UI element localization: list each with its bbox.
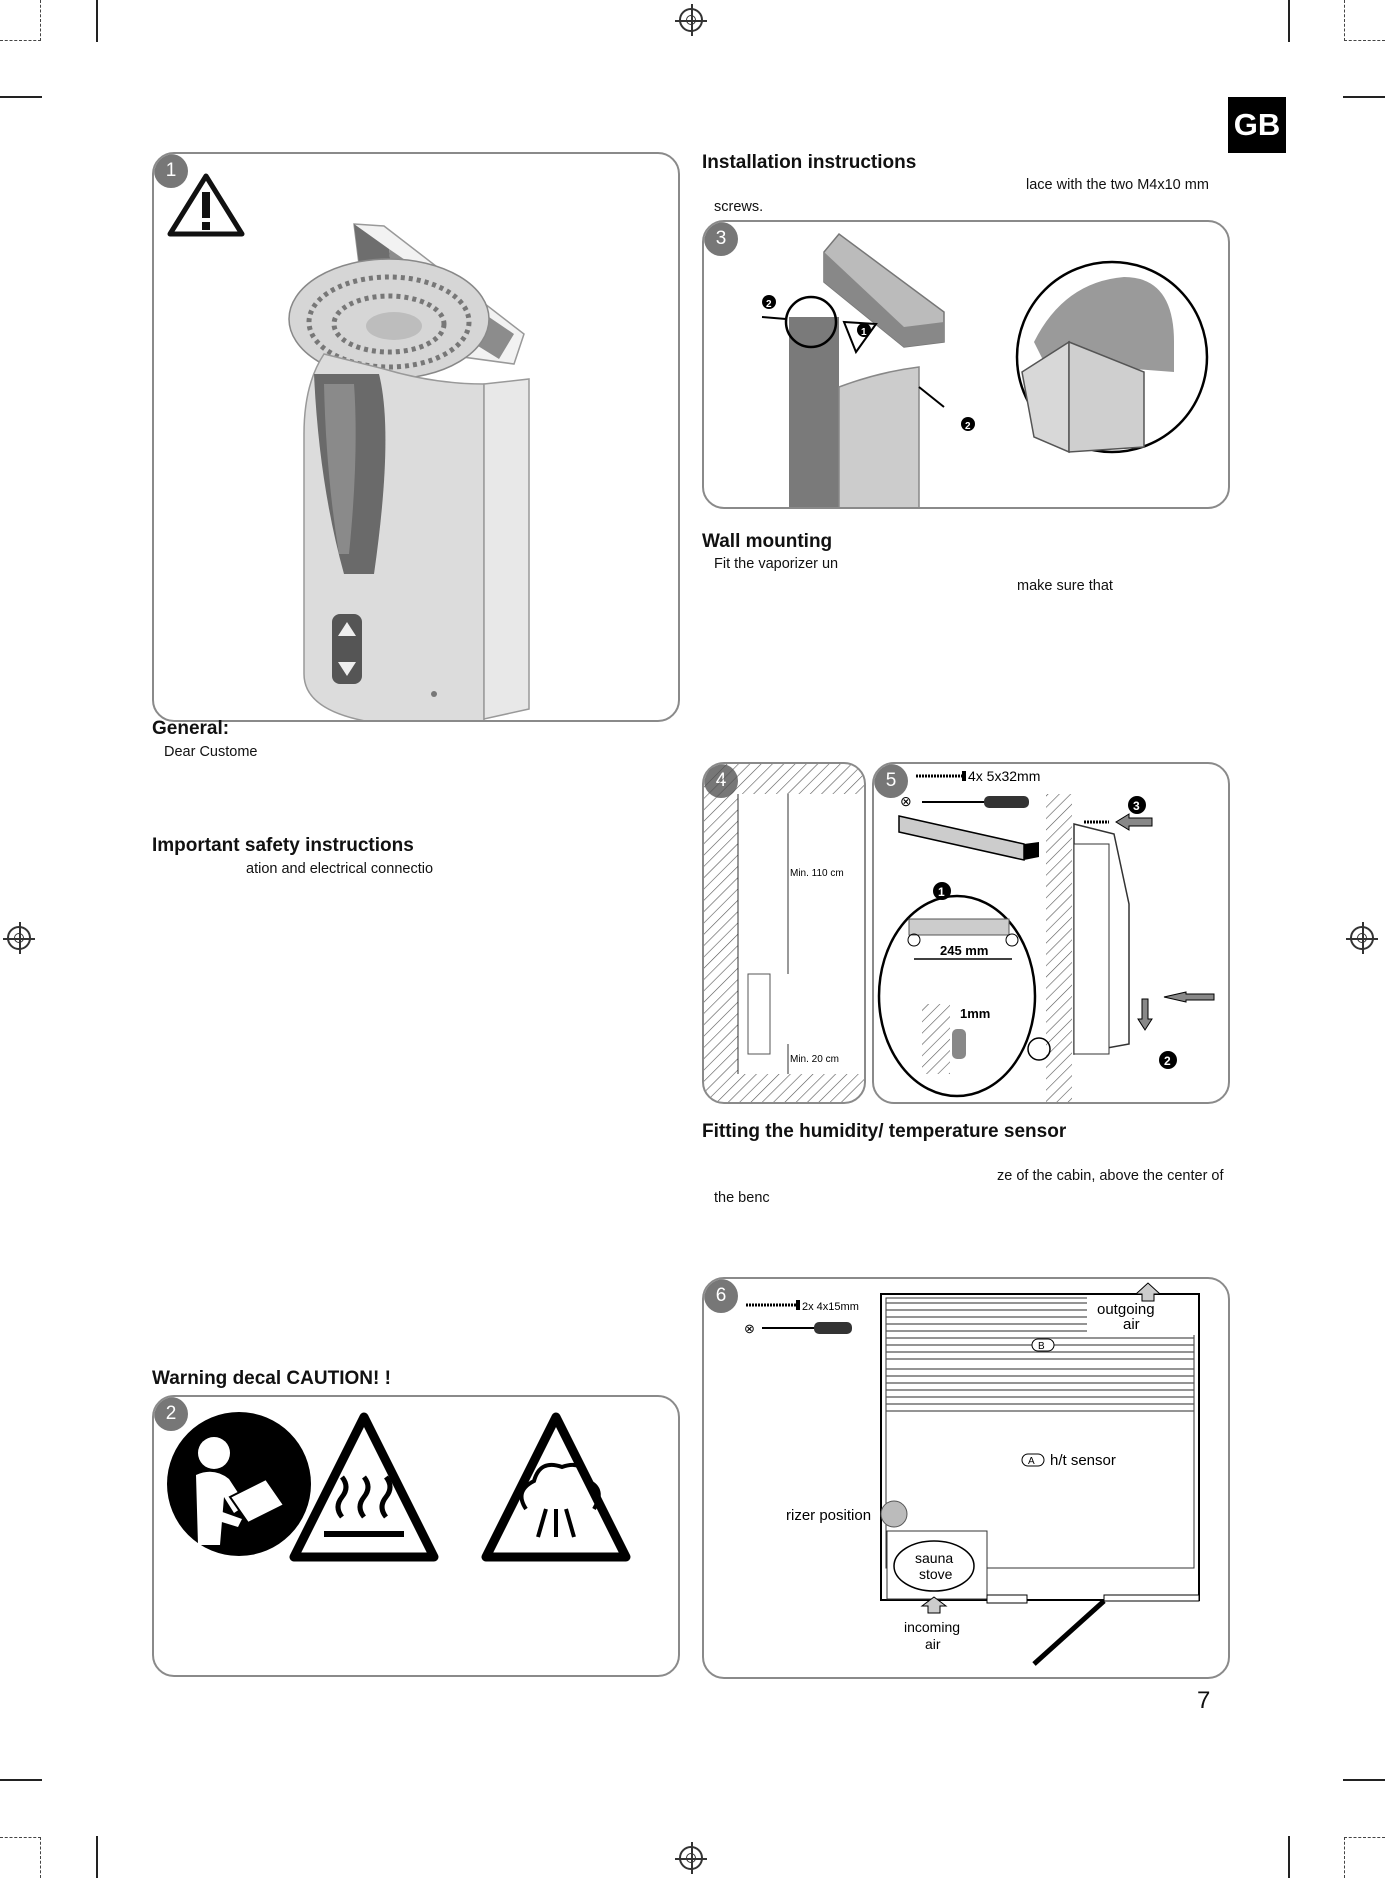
figure-1-panel: 1 xyxy=(152,152,680,722)
incoming-air-label: incoming xyxy=(904,1619,960,1635)
registration-mark xyxy=(3,922,35,954)
hot-surface-warning-icon xyxy=(289,1412,439,1562)
sensor-heading: Fitting the humidity/ temperature sensor xyxy=(702,1121,1067,1142)
wall-mounting-text: make sure that xyxy=(1017,578,1113,594)
page-number: 7 xyxy=(1197,1687,1211,1714)
crop-mark xyxy=(1343,1779,1385,1781)
corner-mark xyxy=(0,0,41,41)
installation-text: screws. xyxy=(714,199,764,215)
vaporizer-position-label: rizer position xyxy=(786,1507,871,1524)
registration-mark xyxy=(1346,922,1378,954)
incoming-air-label: air xyxy=(925,1636,941,1652)
dimension-label: Min. 110 cm xyxy=(790,868,844,879)
sensor-text: the benc xyxy=(714,1190,770,1206)
sensor-text: ze of the cabin, above the center of xyxy=(997,1168,1224,1184)
outgoing-air-label: outgoing xyxy=(1097,1301,1155,1318)
warning-decal-heading: Warning decal CAUTION! ! xyxy=(152,1368,391,1389)
general-text: Dear Custome xyxy=(164,744,258,760)
crop-mark xyxy=(1288,1836,1290,1878)
installation-heading: Installation instructions xyxy=(702,152,917,173)
screws-label: 2x 4x15mm xyxy=(802,1301,859,1313)
svg-text:2: 2 xyxy=(1164,1054,1171,1068)
outgoing-air-label: air xyxy=(1123,1316,1140,1333)
figure-number-badge: 5 xyxy=(874,764,908,798)
wall-mounting-heading: Wall mounting xyxy=(702,531,833,552)
svg-text:2: 2 xyxy=(965,421,971,432)
corner-mark xyxy=(1344,1837,1385,1878)
screwdriver-icon: ⊗ xyxy=(900,793,1029,809)
stove-label: sauna xyxy=(915,1550,953,1566)
crop-mark xyxy=(1343,96,1385,98)
figure-number-badge: 1 xyxy=(154,154,188,188)
general-heading: General: xyxy=(152,718,230,739)
crop-mark xyxy=(0,96,42,98)
figure-4-panel: 4 Min. 110 cm Min. 20 cm xyxy=(702,762,866,1104)
bench-marker: B xyxy=(1038,1341,1045,1352)
gap-label: 1mm xyxy=(960,1006,990,1021)
svg-text:1: 1 xyxy=(861,327,867,338)
warning-triangle-icon xyxy=(167,173,245,237)
corner-mark xyxy=(0,1837,41,1878)
safety-heading: Important safety instructions xyxy=(152,835,414,856)
figure-number-badge: 3 xyxy=(704,222,738,256)
figure-number-badge: 6 xyxy=(704,1279,738,1313)
svg-text:2: 2 xyxy=(766,299,772,310)
safety-text: ation and electrical connectio xyxy=(246,861,434,877)
figure-number-badge: 2 xyxy=(154,1397,188,1431)
vaporizer-illustration xyxy=(167,173,530,720)
spacing-label: 245 mm xyxy=(940,943,988,958)
dimension-label: Min. 20 cm xyxy=(790,1054,839,1065)
figure-5-panel: 5 4x 5x32mm ⊗ 1 245 mm 1mm 3 xyxy=(872,762,1230,1104)
svg-text:⊗: ⊗ xyxy=(744,1321,755,1336)
spirit-level-icon xyxy=(898,815,1039,861)
registration-mark xyxy=(675,1842,707,1874)
crop-mark xyxy=(96,1836,98,1878)
read-manual-icon xyxy=(167,1412,311,1556)
svg-text:⊗: ⊗ xyxy=(900,793,912,809)
sensor-label: h/t sensor xyxy=(1050,1452,1116,1469)
language-tab: GB xyxy=(1228,97,1286,153)
figure-2-panel: 2 xyxy=(152,1395,680,1677)
svg-text:1: 1 xyxy=(938,885,945,899)
installation-text: lace with the two M4x10 mm xyxy=(1026,177,1209,193)
screws-label: 4x 5x32mm xyxy=(968,768,1040,784)
registration-mark xyxy=(675,4,707,36)
sensor-marker: A xyxy=(1028,1456,1035,1467)
crop-mark xyxy=(96,0,98,42)
stove-label: stove xyxy=(919,1566,953,1582)
steam-warning-icon xyxy=(481,1412,631,1562)
corner-mark xyxy=(1344,0,1385,41)
wall-mounting-text: Fit the vaporizer un xyxy=(714,556,839,572)
figure-6-panel: 6 2x 4x15mm ⊗ outgoing air B A h/t senso… xyxy=(702,1277,1230,1679)
figure-3-panel: 3 2 1 2 xyxy=(702,220,1230,509)
screw-icon xyxy=(916,771,966,781)
crop-mark xyxy=(0,1779,42,1781)
svg-text:3: 3 xyxy=(1133,799,1140,813)
crop-mark xyxy=(1288,0,1290,42)
